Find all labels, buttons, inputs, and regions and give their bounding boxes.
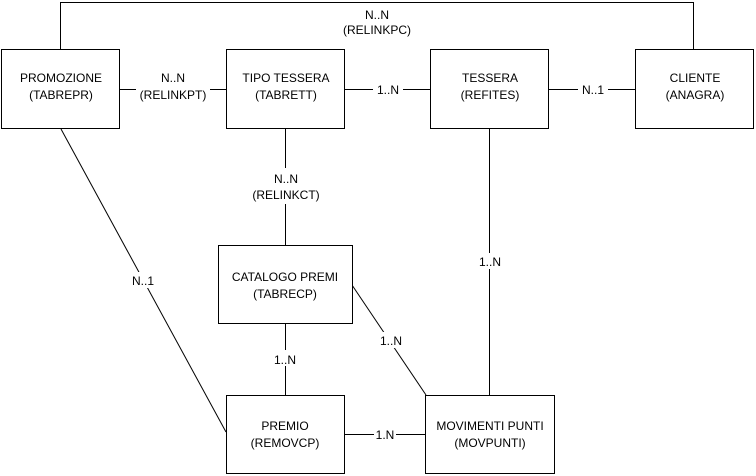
entity-box xyxy=(1,49,120,129)
relation-table: (RELINKPC) xyxy=(343,23,411,37)
entity-premio[interactable]: PREMIO (REMOVCP) xyxy=(226,395,345,474)
relation-cardinality: N..N xyxy=(365,8,389,22)
entity-box xyxy=(226,49,345,129)
label-background xyxy=(330,6,424,38)
relation-cardinality: N..1 xyxy=(132,274,154,288)
relation-promozione-premio: N..1 xyxy=(60,128,227,433)
entity-box xyxy=(430,49,549,129)
label-background xyxy=(376,332,406,348)
label-background xyxy=(475,253,505,269)
edge-line xyxy=(60,2,694,49)
entity-movimenti-punti[interactable]: MOVIMENTI PUNTI (MOVPUNTI) xyxy=(425,395,555,474)
relation-cardinality: 1.N xyxy=(376,428,395,442)
entity-tipo-tessera[interactable]: TIPO TESSERA (TABRETT) xyxy=(226,49,345,129)
entity-box xyxy=(635,49,754,129)
entity-box xyxy=(425,395,555,474)
entity-box xyxy=(226,395,345,474)
label-background xyxy=(373,82,403,97)
entity-name: CLIENTE xyxy=(670,71,721,85)
entity-box xyxy=(218,245,353,324)
entity-catalogo-premi[interactable]: CATALOGO PREMI (TABRECP) xyxy=(218,245,353,324)
entity-name: CATALOGO PREMI xyxy=(232,270,338,284)
entity-table: (ANAGRA) xyxy=(666,88,725,102)
label-background xyxy=(136,68,210,108)
entity-table: (MOVPUNTI) xyxy=(454,436,525,450)
label-background xyxy=(128,272,158,288)
relation-cardinality: N..1 xyxy=(582,83,604,97)
entity-name: TESSERA xyxy=(462,71,518,85)
relation-tipo-tessera-catalogo: N..N (RELINKCT) xyxy=(246,129,326,245)
entity-cliente[interactable]: CLIENTE (ANAGRA) xyxy=(635,49,754,129)
relation-tessera-cliente: N..1 xyxy=(549,82,635,97)
label-background xyxy=(270,350,300,366)
entity-name: PREMIO xyxy=(261,419,308,433)
relation-tessera-movimenti: 1..N xyxy=(475,129,505,395)
relation-promozione-tipo-tessera: N..N (RELINKPT) xyxy=(120,68,226,108)
relation-cardinality: N..N xyxy=(274,172,298,186)
relation-table: (RELINKCT) xyxy=(252,188,319,202)
relation-premio-movimenti: 1.N xyxy=(344,427,425,442)
relation-catalogo-premio: 1..N xyxy=(270,324,300,395)
relation-cardinality: 1..N xyxy=(274,353,296,367)
entity-table: (TABREPR) xyxy=(29,88,93,102)
entity-table: (TABRECP) xyxy=(253,287,317,301)
entity-promozione[interactable]: PROMOZIONE (TABREPR) xyxy=(1,49,120,129)
label-background xyxy=(578,82,608,97)
entity-table: (TABRETT) xyxy=(255,88,317,102)
relation-cardinality: 1..N xyxy=(380,334,402,348)
entity-name: TIPO TESSERA xyxy=(242,71,329,85)
relation-tipo-tessera-tessera: 1..N xyxy=(345,82,430,97)
relation-promozione-cliente: N..N (RELINKPC) xyxy=(60,2,694,49)
relation-cardinality: 1..N xyxy=(377,83,399,97)
entity-table: (REFITES) xyxy=(461,88,520,102)
entity-name: PROMOZIONE xyxy=(20,71,102,85)
label-background xyxy=(246,168,326,204)
entity-table: (REMOVCP) xyxy=(251,436,320,450)
entity-tessera[interactable]: TESSERA (REFITES) xyxy=(430,49,549,129)
entity-name: MOVIMENTI PUNTI xyxy=(436,419,543,433)
label-background xyxy=(374,427,396,442)
relation-table: (RELINKPT) xyxy=(140,88,207,102)
relation-cardinality: 1..N xyxy=(479,255,501,269)
relation-cardinality: N..N xyxy=(161,71,185,85)
relation-catalogo-movimenti: 1..N xyxy=(351,284,427,396)
